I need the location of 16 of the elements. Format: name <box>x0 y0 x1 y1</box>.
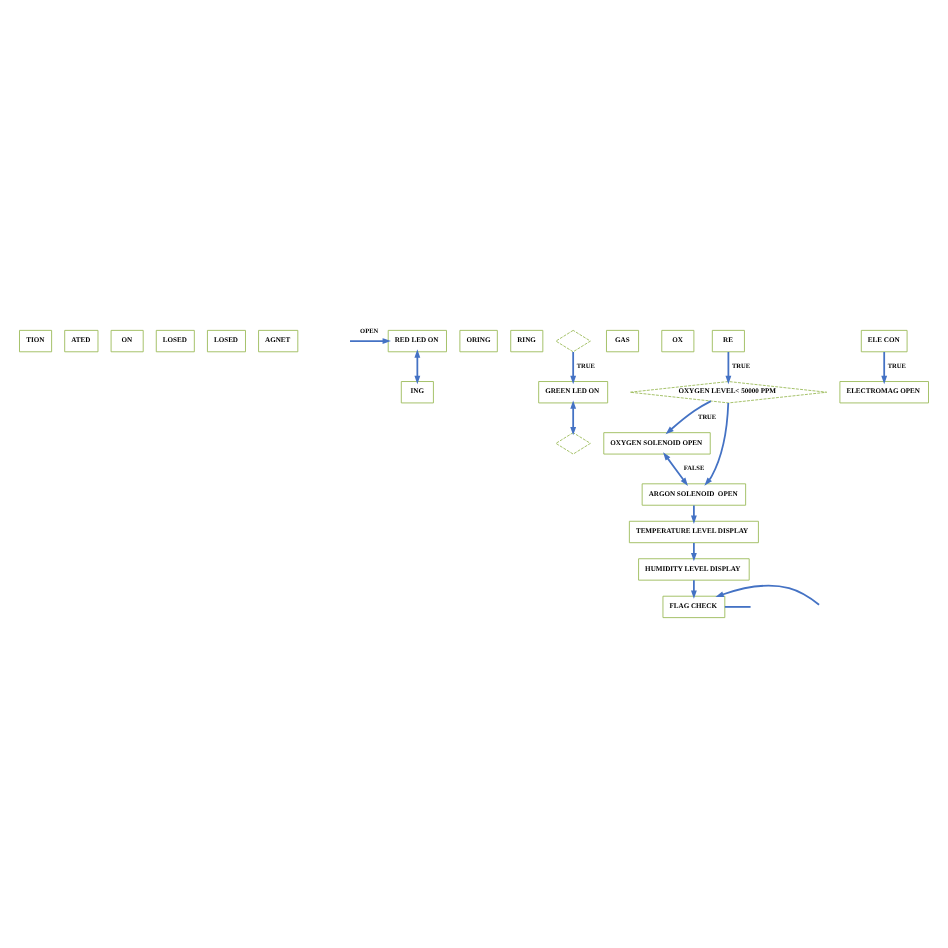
arrow <box>690 504 697 524</box>
arrow <box>570 400 577 436</box>
arrow <box>663 452 688 486</box>
arrow <box>665 400 712 435</box>
arrow <box>715 584 820 606</box>
arrow <box>881 351 888 385</box>
arrow <box>414 349 421 385</box>
node-diamond <box>555 329 591 353</box>
arrow <box>704 402 730 486</box>
node-diamond <box>555 432 591 455</box>
connector <box>723 606 752 608</box>
arrow <box>690 542 697 562</box>
arrow <box>725 351 732 385</box>
arrow <box>349 338 391 344</box>
arrow <box>690 579 697 599</box>
arrow <box>570 351 577 385</box>
